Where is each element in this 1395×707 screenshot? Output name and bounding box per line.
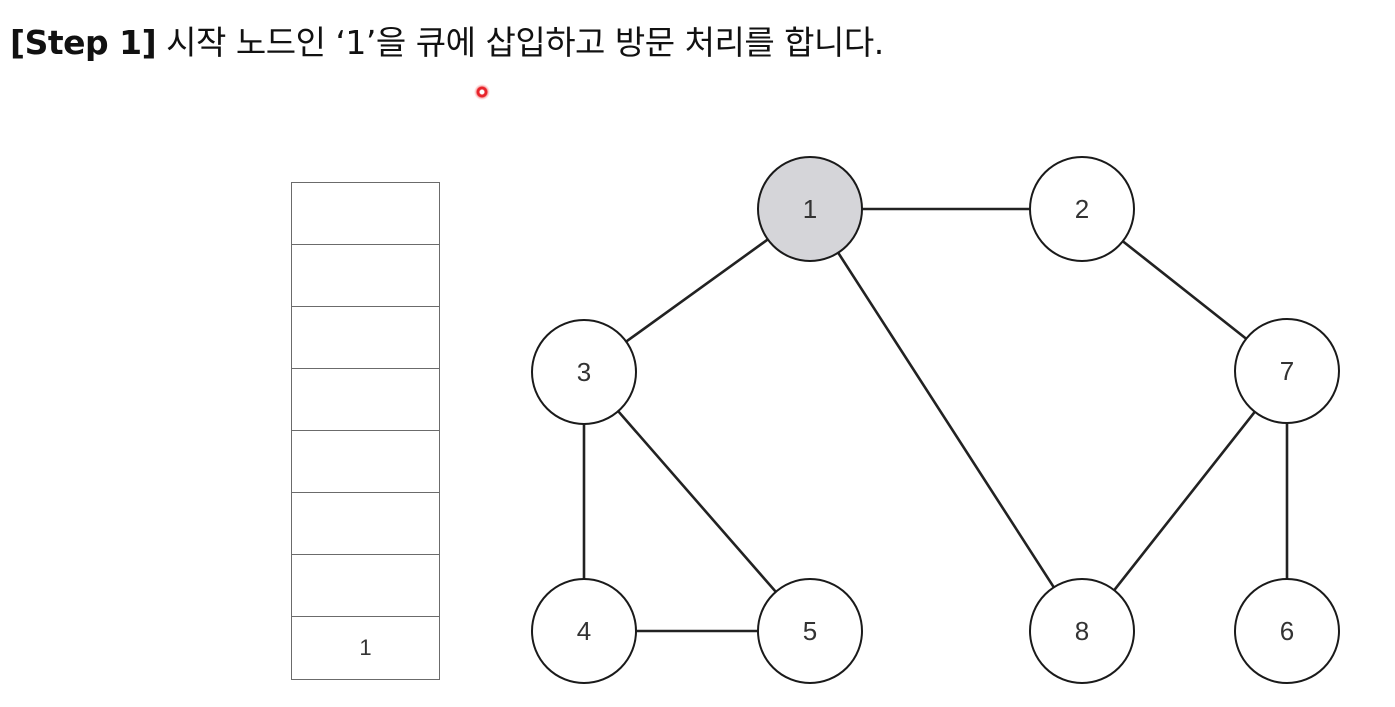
pointer-cursor-icon: [474, 84, 490, 100]
graph-node-1: 1: [757, 156, 863, 262]
graph-edges: [582, 207, 1289, 633]
edge-1-8: [836, 251, 1056, 589]
edge-1-3: [624, 238, 770, 343]
graph-node-2: 2: [1029, 156, 1135, 262]
graph-node-7: 7: [1234, 318, 1340, 424]
graph-node-3: 3: [531, 319, 637, 425]
node-label: 3: [577, 357, 591, 387]
queue-cell: [292, 245, 439, 307]
graph-node-6: 6: [1234, 578, 1340, 684]
step-description: 시작 노드인 ‘1’을 큐에 삽입하고 방문 처리를 합니다.: [156, 23, 884, 62]
edge-2-7: [1121, 239, 1248, 341]
queue-cell: [292, 493, 439, 555]
graph-node-4: 4: [531, 578, 637, 684]
graph-node-8: 8: [1029, 578, 1135, 684]
node-label: 2: [1075, 194, 1089, 224]
edge-3-5: [616, 409, 778, 594]
node-circle: [1029, 156, 1135, 262]
node-label: 7: [1280, 356, 1294, 386]
node-label: 8: [1075, 616, 1089, 646]
node-circle: [757, 156, 863, 262]
node-circle: [531, 319, 637, 425]
step-title: [Step 1] 시작 노드인 ‘1’을 큐에 삽입하고 방문 처리를 합니다.: [10, 16, 884, 64]
step-number: [Step 1]: [10, 23, 157, 62]
node-label: 1: [803, 194, 817, 224]
node-label: 4: [577, 616, 591, 646]
queue-cell-front: 1: [359, 635, 372, 660]
graph-nodes: 1 2 3 4 5 6 7 8: [531, 156, 1340, 684]
node-circle: [757, 578, 863, 684]
queue-cell: [292, 369, 439, 431]
node-label: 6: [1280, 616, 1294, 646]
node-circle: [531, 578, 637, 684]
queue-cell: [292, 307, 439, 369]
queue-cell: [292, 431, 439, 493]
queue-cell: [292, 555, 439, 617]
node-circle: [1234, 578, 1340, 684]
edge-7-8: [1112, 410, 1257, 592]
node-circle: [1234, 318, 1340, 424]
queue-table: 1: [291, 182, 440, 680]
queue-cell: [292, 183, 439, 245]
graph-node-5: 5: [757, 578, 863, 684]
node-label: 5: [803, 616, 817, 646]
node-circle: [1029, 578, 1135, 684]
